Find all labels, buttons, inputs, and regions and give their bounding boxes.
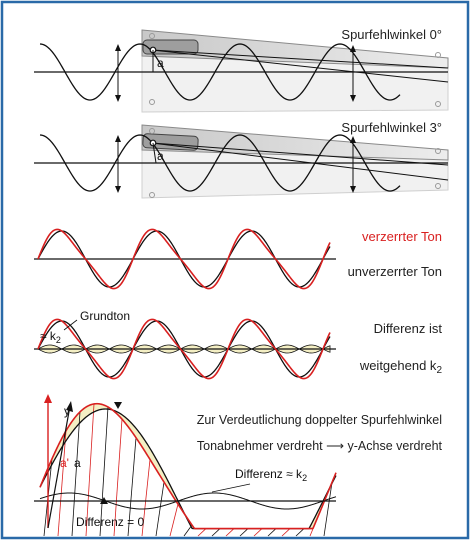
- label-undistorted: unverzerrter Ton: [348, 264, 442, 279]
- grundton-label: Grundton: [80, 309, 130, 323]
- projection-line: [323, 482, 333, 537]
- explanation-line1: Zur Verdeutlichung doppelter Spurfehlwin…: [197, 413, 442, 427]
- mount-hole: [149, 99, 155, 105]
- projection-line: [281, 528, 291, 537]
- difference-k2-text: Differenz ≈ k: [235, 467, 303, 481]
- difference-k2-leader: [211, 483, 251, 493]
- projection-line: [211, 528, 221, 537]
- shifted-wave: [39, 402, 337, 530]
- arm-label-a: a: [157, 149, 164, 163]
- rotated-y-axis-arrow-head: [66, 401, 73, 412]
- projection-line: [295, 528, 305, 537]
- mount-hole: [435, 183, 441, 189]
- rotated-y-axis-line: [47, 405, 71, 529]
- projection-line: [99, 406, 109, 537]
- arrow-head: [115, 135, 121, 193]
- stylus-arm: [152, 142, 157, 164]
- difference-line2-text: weitgehend k: [359, 358, 437, 373]
- projection-line: [127, 437, 137, 537]
- projection-line: [57, 430, 67, 537]
- arm-line: [151, 49, 449, 83]
- projection-lines: [39, 403, 337, 537]
- tracking-label-0: Spurfehlwinkel 0°: [341, 27, 442, 42]
- panel-tracking-3: a Spurfehlwinkel 3°: [34, 120, 449, 199]
- peak-arrow: [114, 402, 122, 409]
- projection-line: [141, 459, 151, 537]
- tracking-label-3: Spurfehlwinkel 3°: [341, 120, 442, 135]
- mount-hole: [149, 192, 155, 198]
- mount-hole: [435, 101, 441, 107]
- arrow-head: [350, 45, 356, 102]
- k2-subscript: 2: [56, 335, 61, 345]
- arrow-head: [115, 44, 121, 102]
- k2-difference-wave: [39, 492, 337, 510]
- difference-line2: weitgehend k2: [359, 358, 443, 376]
- panel-difference: Grundton ≈ k2 Differenz ist weitgehend k…: [34, 309, 443, 380]
- headshell: [142, 133, 199, 151]
- arm-line: [151, 49, 449, 69]
- projection-line: [71, 411, 81, 537]
- groove-wave: [39, 43, 401, 101]
- difference-zero-label: Differenz = 0: [76, 515, 144, 529]
- projection-line: [253, 528, 263, 537]
- groove-wave: [39, 134, 401, 192]
- panel-tracking-0: a Spurfehlwinkel 0°: [34, 27, 449, 113]
- mount-hole: [149, 33, 155, 39]
- grundton-leader: [63, 319, 78, 331]
- projection-line: [225, 528, 235, 537]
- mount-hole: [435, 52, 441, 58]
- panel-distortion: verzerrter Ton unverzerrter Ton: [34, 228, 442, 290]
- k2-label: ≈ k2: [40, 329, 61, 345]
- projection-line: [155, 482, 165, 537]
- mount-hole: [435, 148, 441, 154]
- panel-doubled-error: y a' a Zur Verdeutlichung doppelter Spur…: [34, 394, 443, 537]
- a-label: a: [74, 456, 81, 470]
- arm-line: [151, 142, 449, 166]
- projection-line: [113, 419, 123, 537]
- arm-label-a: a: [157, 56, 164, 70]
- projection-line: [169, 504, 179, 537]
- projection-line: [197, 528, 207, 537]
- y-axis-label: y: [64, 404, 70, 418]
- arrow-head: [350, 136, 356, 193]
- projection-line: [267, 528, 277, 537]
- arm-line: [151, 142, 449, 181]
- explanation-line2: Tonabnehmer verdreht ⟶ y-Achse verdreht: [197, 439, 443, 453]
- y-axis-arrow-head: [44, 394, 52, 403]
- difference-k2-label: Differenz ≈ k2: [235, 467, 307, 483]
- difference-line1: Differenz ist: [374, 321, 443, 336]
- distorted-wave: [37, 228, 331, 290]
- label-distorted: verzerrter Ton: [362, 229, 442, 244]
- projection-line: [85, 403, 95, 537]
- difference-line2-sub: 2: [436, 365, 442, 376]
- k2-text: ≈ k: [40, 329, 57, 343]
- distorted-wave: [37, 318, 331, 380]
- projection-line: [239, 528, 249, 537]
- a-prime-label: a': [60, 456, 69, 470]
- zero-arrow: [100, 497, 108, 504]
- mount-hole: [149, 128, 155, 134]
- difference-k2-sub: 2: [302, 473, 307, 483]
